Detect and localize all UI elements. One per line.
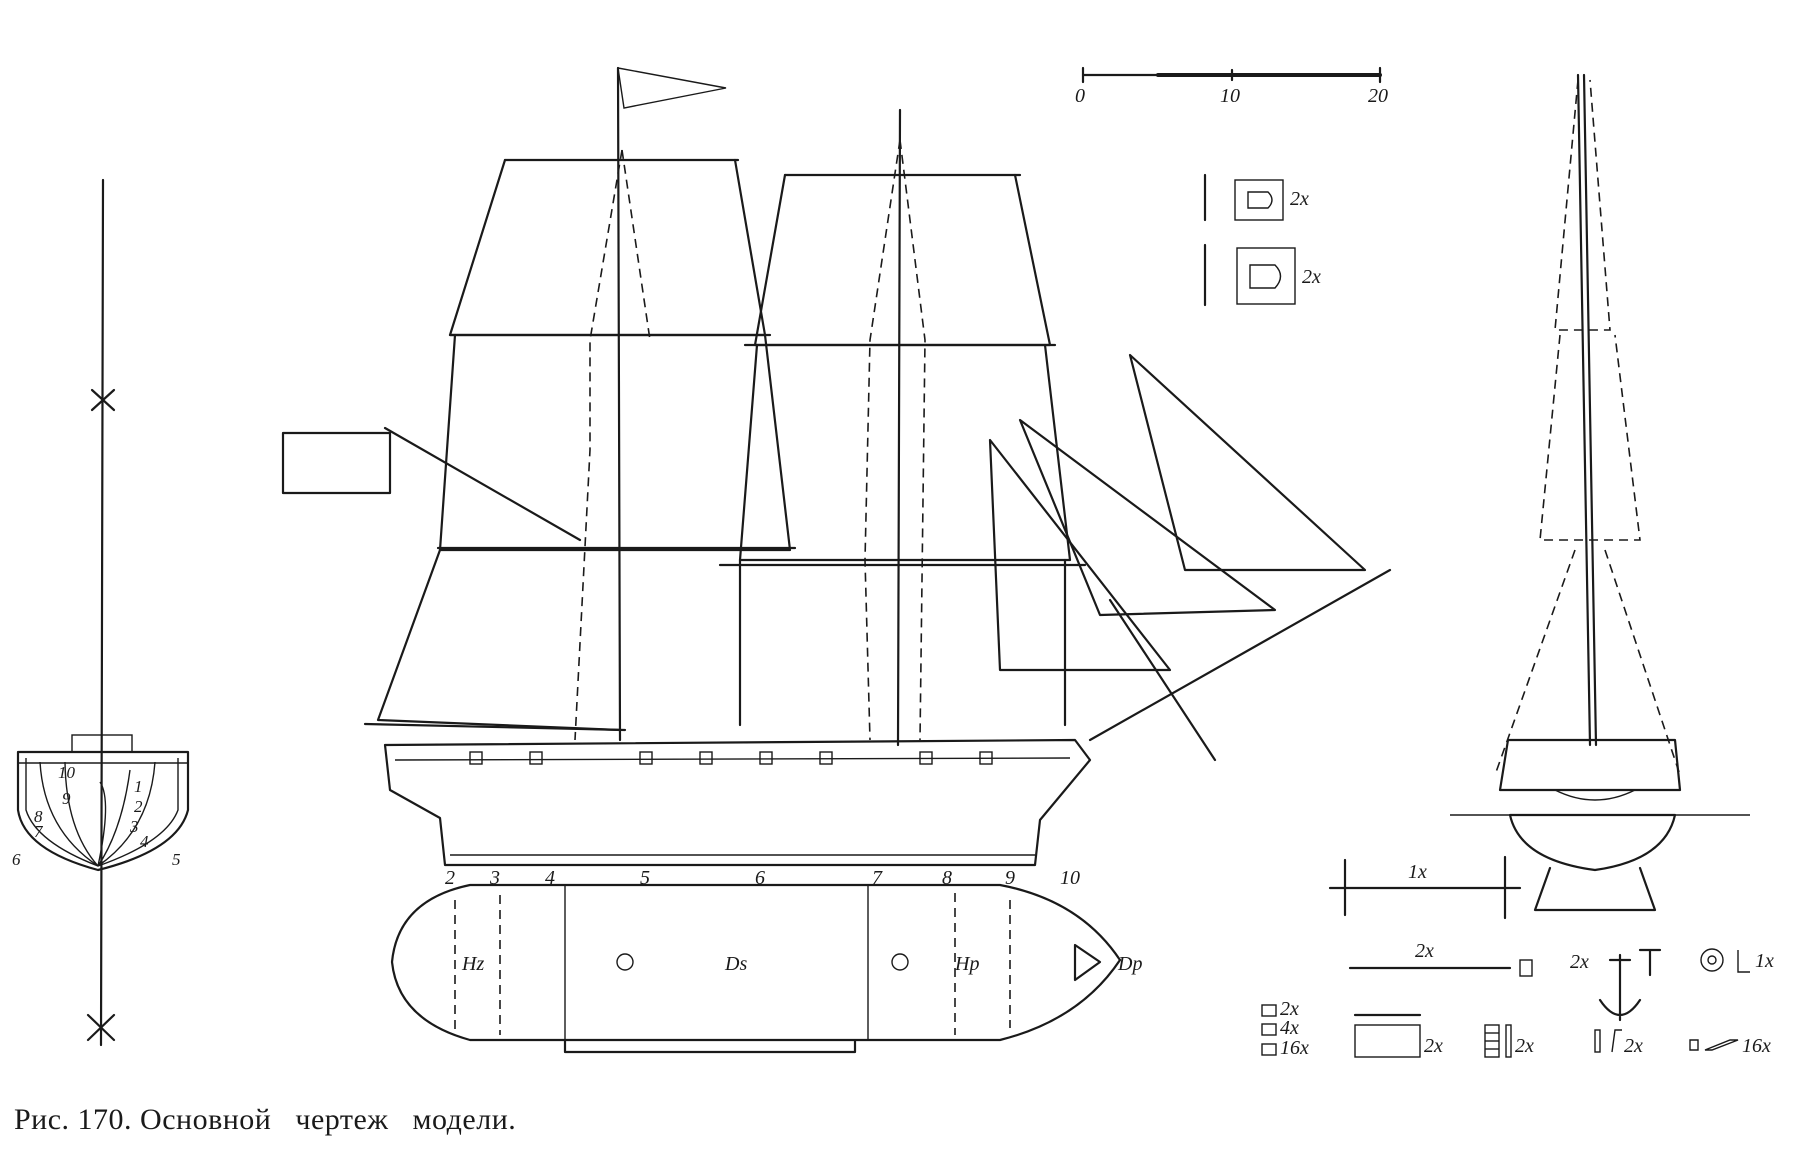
scale-bar: 0 10 20 [1075, 66, 1388, 107]
section-number-5: 5 [172, 850, 181, 869]
front-view [1450, 73, 1750, 912]
station-10: 10 [1060, 867, 1080, 889]
box-a-count: 2x [1280, 998, 1299, 1020]
davit-count: 2x [1624, 1035, 1643, 1057]
station-7: 7 [872, 867, 883, 889]
station-6: 6 [755, 867, 765, 889]
gunports [469, 751, 993, 765]
section-number-10: 10 [58, 763, 76, 782]
boats-detail: 2x 2x [1203, 173, 1321, 307]
deck-label-bow: Dp [1117, 953, 1142, 975]
box-b-count: 4x [1280, 1017, 1299, 1039]
ladder-count: 2x [1515, 1035, 1534, 1057]
section-number-3: 3 [129, 817, 139, 836]
cleat-count: 16x [1742, 1035, 1771, 1057]
scale-tick-10: 10 [1220, 85, 1240, 107]
wheel-count: 1x [1755, 950, 1774, 972]
section-number-6: 6 [12, 850, 21, 869]
body-plan-section: 10 9 8 7 6 1 2 3 4 5 [12, 178, 190, 1047]
hatch-count: 2x [1424, 1035, 1443, 1057]
section-number-7: 7 [34, 822, 44, 841]
figure-caption: Рис. 170. Основной чертеж модели. [14, 1103, 517, 1136]
section-number-9: 9 [62, 789, 71, 808]
section-number-1: 1 [134, 777, 143, 796]
deck-label-fore: Hp [954, 953, 979, 975]
deck-label-aft: Hz [461, 953, 484, 975]
pump-count: 2x [1415, 940, 1434, 962]
anchor-count: 2x [1570, 951, 1589, 973]
station-3: 3 [489, 867, 500, 889]
section-number-8: 8 [34, 807, 43, 826]
deck-plan: Hz Ds Hp Dp [390, 883, 1142, 1054]
station-2: 2 [445, 867, 455, 889]
parts-detail: 1x 2x 2x 1x 2x 4x 16x 2x 2x 2x 16x [1261, 855, 1774, 1059]
boat-small-count: 2x [1290, 188, 1309, 210]
station-8: 8 [942, 867, 952, 889]
scale-tick-0: 0 [1075, 85, 1085, 107]
section-number-2: 2 [134, 797, 143, 816]
sail-plan: 2 3 4 5 6 7 8 9 10 [281, 66, 1392, 889]
station-5: 5 [640, 867, 650, 889]
deck-label-mid: Ds [724, 953, 747, 975]
box-c-count: 16x [1280, 1037, 1309, 1059]
windlass-count: 1x [1408, 861, 1427, 883]
station-4: 4 [545, 867, 555, 889]
section-number-4: 4 [140, 832, 149, 851]
scale-tick-20: 20 [1368, 85, 1388, 107]
station-9: 9 [1005, 867, 1015, 889]
boat-large-count: 2x [1302, 266, 1321, 288]
